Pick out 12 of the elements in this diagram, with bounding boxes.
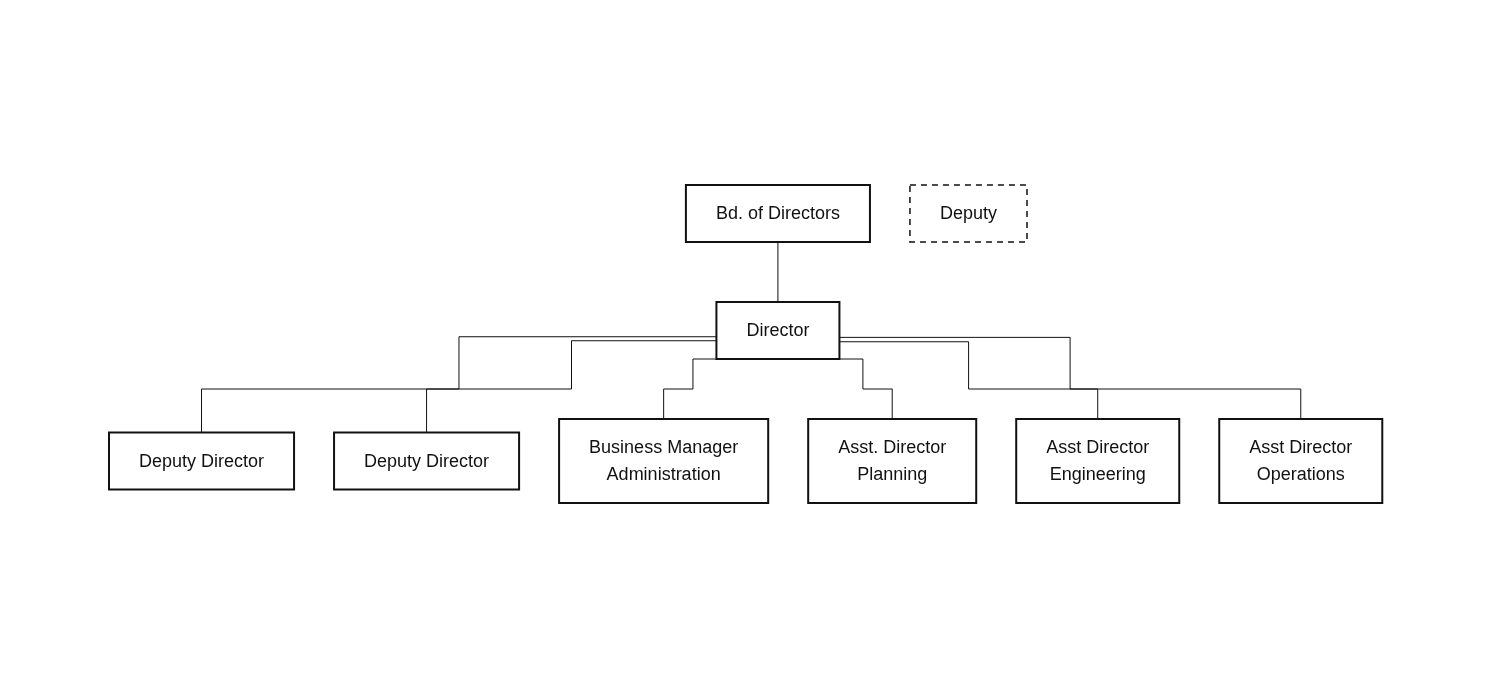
node-box: Business Manager Administration (557, 418, 770, 504)
node-box: Asst Director Operations (1218, 418, 1384, 504)
node-box: Deputy Director (332, 431, 520, 491)
connector (200, 336, 717, 433)
node-box: Deputy (909, 184, 1028, 243)
connector (777, 241, 779, 303)
node-box: Bd. of Directors (684, 184, 871, 243)
connector (425, 340, 717, 433)
node-box: Asst. Director Planning (807, 418, 978, 504)
node-box: Deputy Director (107, 431, 295, 491)
node-box: Director (715, 301, 841, 360)
node-box: Asst Director Engineering (1015, 418, 1181, 504)
